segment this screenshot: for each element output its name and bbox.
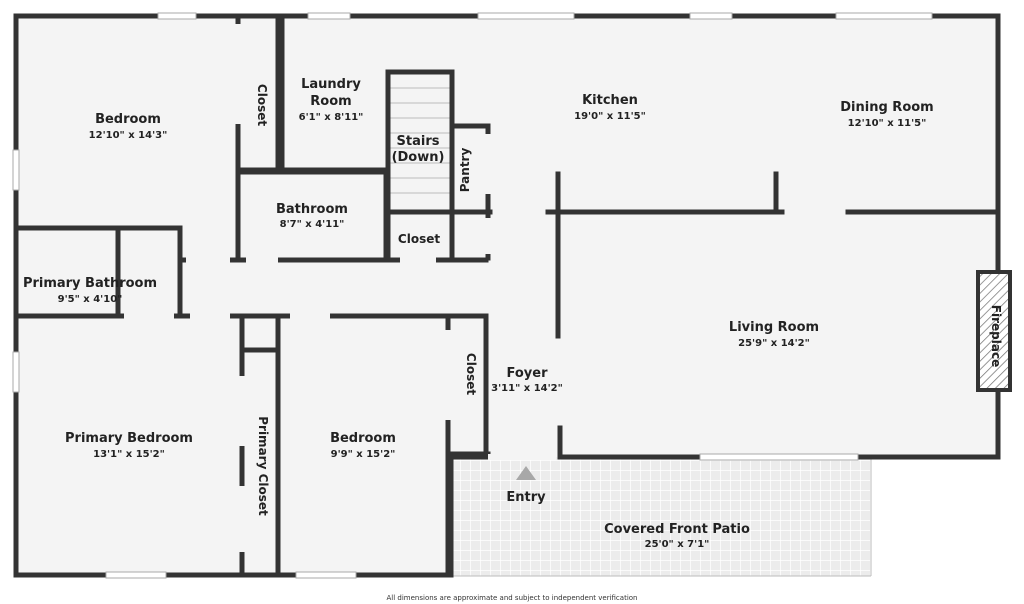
room-dims-foyer: 3'11" x 14'2" (491, 383, 563, 394)
room-name-laundry-line1: Laundry (301, 77, 361, 92)
room-dims-primary-bathroom: 9'5" x 4'10" (58, 294, 123, 305)
room-dims-bathroom: 8'7" x 4'11" (280, 219, 345, 230)
disclaimer-text: All dimensions are approximate and subje… (387, 594, 638, 602)
room-dims-patio: 25'0" x 7'1" (645, 539, 710, 550)
room-name-kitchen: Kitchen (582, 93, 638, 108)
stair-treads (390, 87, 450, 194)
room-dims-laundry: 6'1" x 8'11" (299, 112, 364, 123)
room-name-laundry-line2: Room (310, 94, 351, 109)
windows (12, 12, 933, 579)
entry-label: Entry (506, 490, 546, 505)
room-dims-kitchen: 19'0" x 11'5" (574, 111, 646, 122)
floor-area-southwest (16, 316, 451, 575)
fireplace-label: Fireplace (989, 305, 1003, 367)
closet-label-stairs: Closet (398, 232, 440, 246)
door-openings (124, 24, 556, 552)
stairs-label-line2: (Down) (392, 150, 445, 165)
stairs-label-line1: Stairs (397, 134, 440, 149)
room-name-bedroom-s: Bedroom (330, 431, 396, 446)
covered-front-patio-floor (451, 457, 871, 576)
room-name-living: Living Room (729, 320, 819, 335)
entry-arrow-icon (516, 466, 536, 480)
closet-label-nw: Closet (255, 84, 269, 126)
room-dims-living: 25'9" x 14'2" (738, 338, 810, 349)
room-name-primary-bedroom: Primary Bedroom (65, 431, 193, 446)
room-dims-primary-bedroom: 13'1" x 15'2" (93, 449, 165, 460)
closet-label-foyer: Closet (464, 353, 478, 395)
fireplace (976, 270, 1012, 392)
room-name-bedroom-nw: Bedroom (95, 112, 161, 127)
primary-closet-label: Primary Closet (256, 416, 270, 516)
room-name-dining: Dining Room (840, 100, 933, 115)
room-name-foyer: Foyer (507, 366, 549, 381)
room-name-bathroom: Bathroom (276, 202, 348, 217)
room-dims-bedroom-nw: 12'10" x 14'3" (89, 130, 168, 141)
room-dims-dining: 12'10" x 11'5" (848, 118, 927, 129)
room-name-patio: Covered Front Patio (604, 522, 750, 537)
pantry-label: Pantry (458, 148, 472, 193)
room-dims-bedroom-s: 9'9" x 15'2" (331, 449, 396, 460)
room-name-primary-bathroom: Primary Bathroom (23, 276, 157, 291)
